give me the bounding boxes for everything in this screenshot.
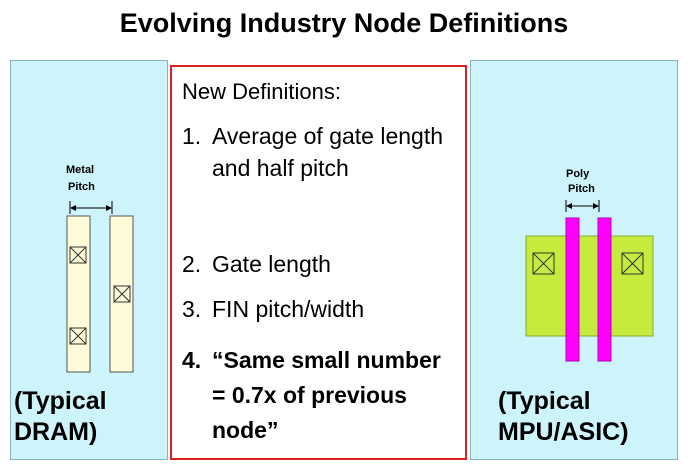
mpu-caption: (Typical MPU/ASIC) [498,386,629,448]
definition-text: Average of gate length and half pitch [212,123,444,181]
poly-gate-1 [565,217,580,362]
poly-pitch-label-line2: Pitch [568,183,595,195]
dram-caption-line2: DRAM) [14,418,98,446]
contact-icon [69,246,87,264]
definitions-box: New Definitions: 1. Average of gate leng… [170,65,467,460]
contact-icon [532,252,555,275]
metal-pitch-label-line1: Metal [66,164,94,176]
poly-gate-2 [597,217,612,362]
poly-pitch-label-line1: Poly [566,168,590,180]
metal-pitch-label-line2: Pitch [68,181,95,193]
active-area [525,235,654,337]
definition-number: 2. [182,251,202,277]
definition-number: 3. [182,296,202,322]
mpu-caption-line2: MPU/ASIC) [498,418,629,446]
definition-text: Gate length [212,251,331,277]
metal-line-1 [66,215,91,373]
contact-icon [621,252,644,275]
mpu-caption-line1: (Typical [498,387,591,415]
definition-number: 1. [182,123,202,149]
dram-caption: (Typical DRAM) [14,386,107,448]
definition-item: 4. “Same small number = 0.7x of previous… [182,343,452,448]
definition-item: 1. Average of gate length and half pitch [182,120,452,184]
definition-item: 3. FIN pitch/width [182,293,452,325]
definition-text: “Same small number = 0.7x of previous no… [212,347,441,443]
page-title: Evolving Industry Node Definitions [119,8,569,38]
definition-number: 4. [182,347,202,373]
definition-text: FIN pitch/width [212,296,365,322]
contact-icon [69,327,87,345]
dram-caption-line1: (Typical [14,387,107,415]
contact-icon [113,285,131,303]
definition-item: 2. Gate length [182,248,452,280]
definitions-heading: New Definitions: [182,79,341,104]
